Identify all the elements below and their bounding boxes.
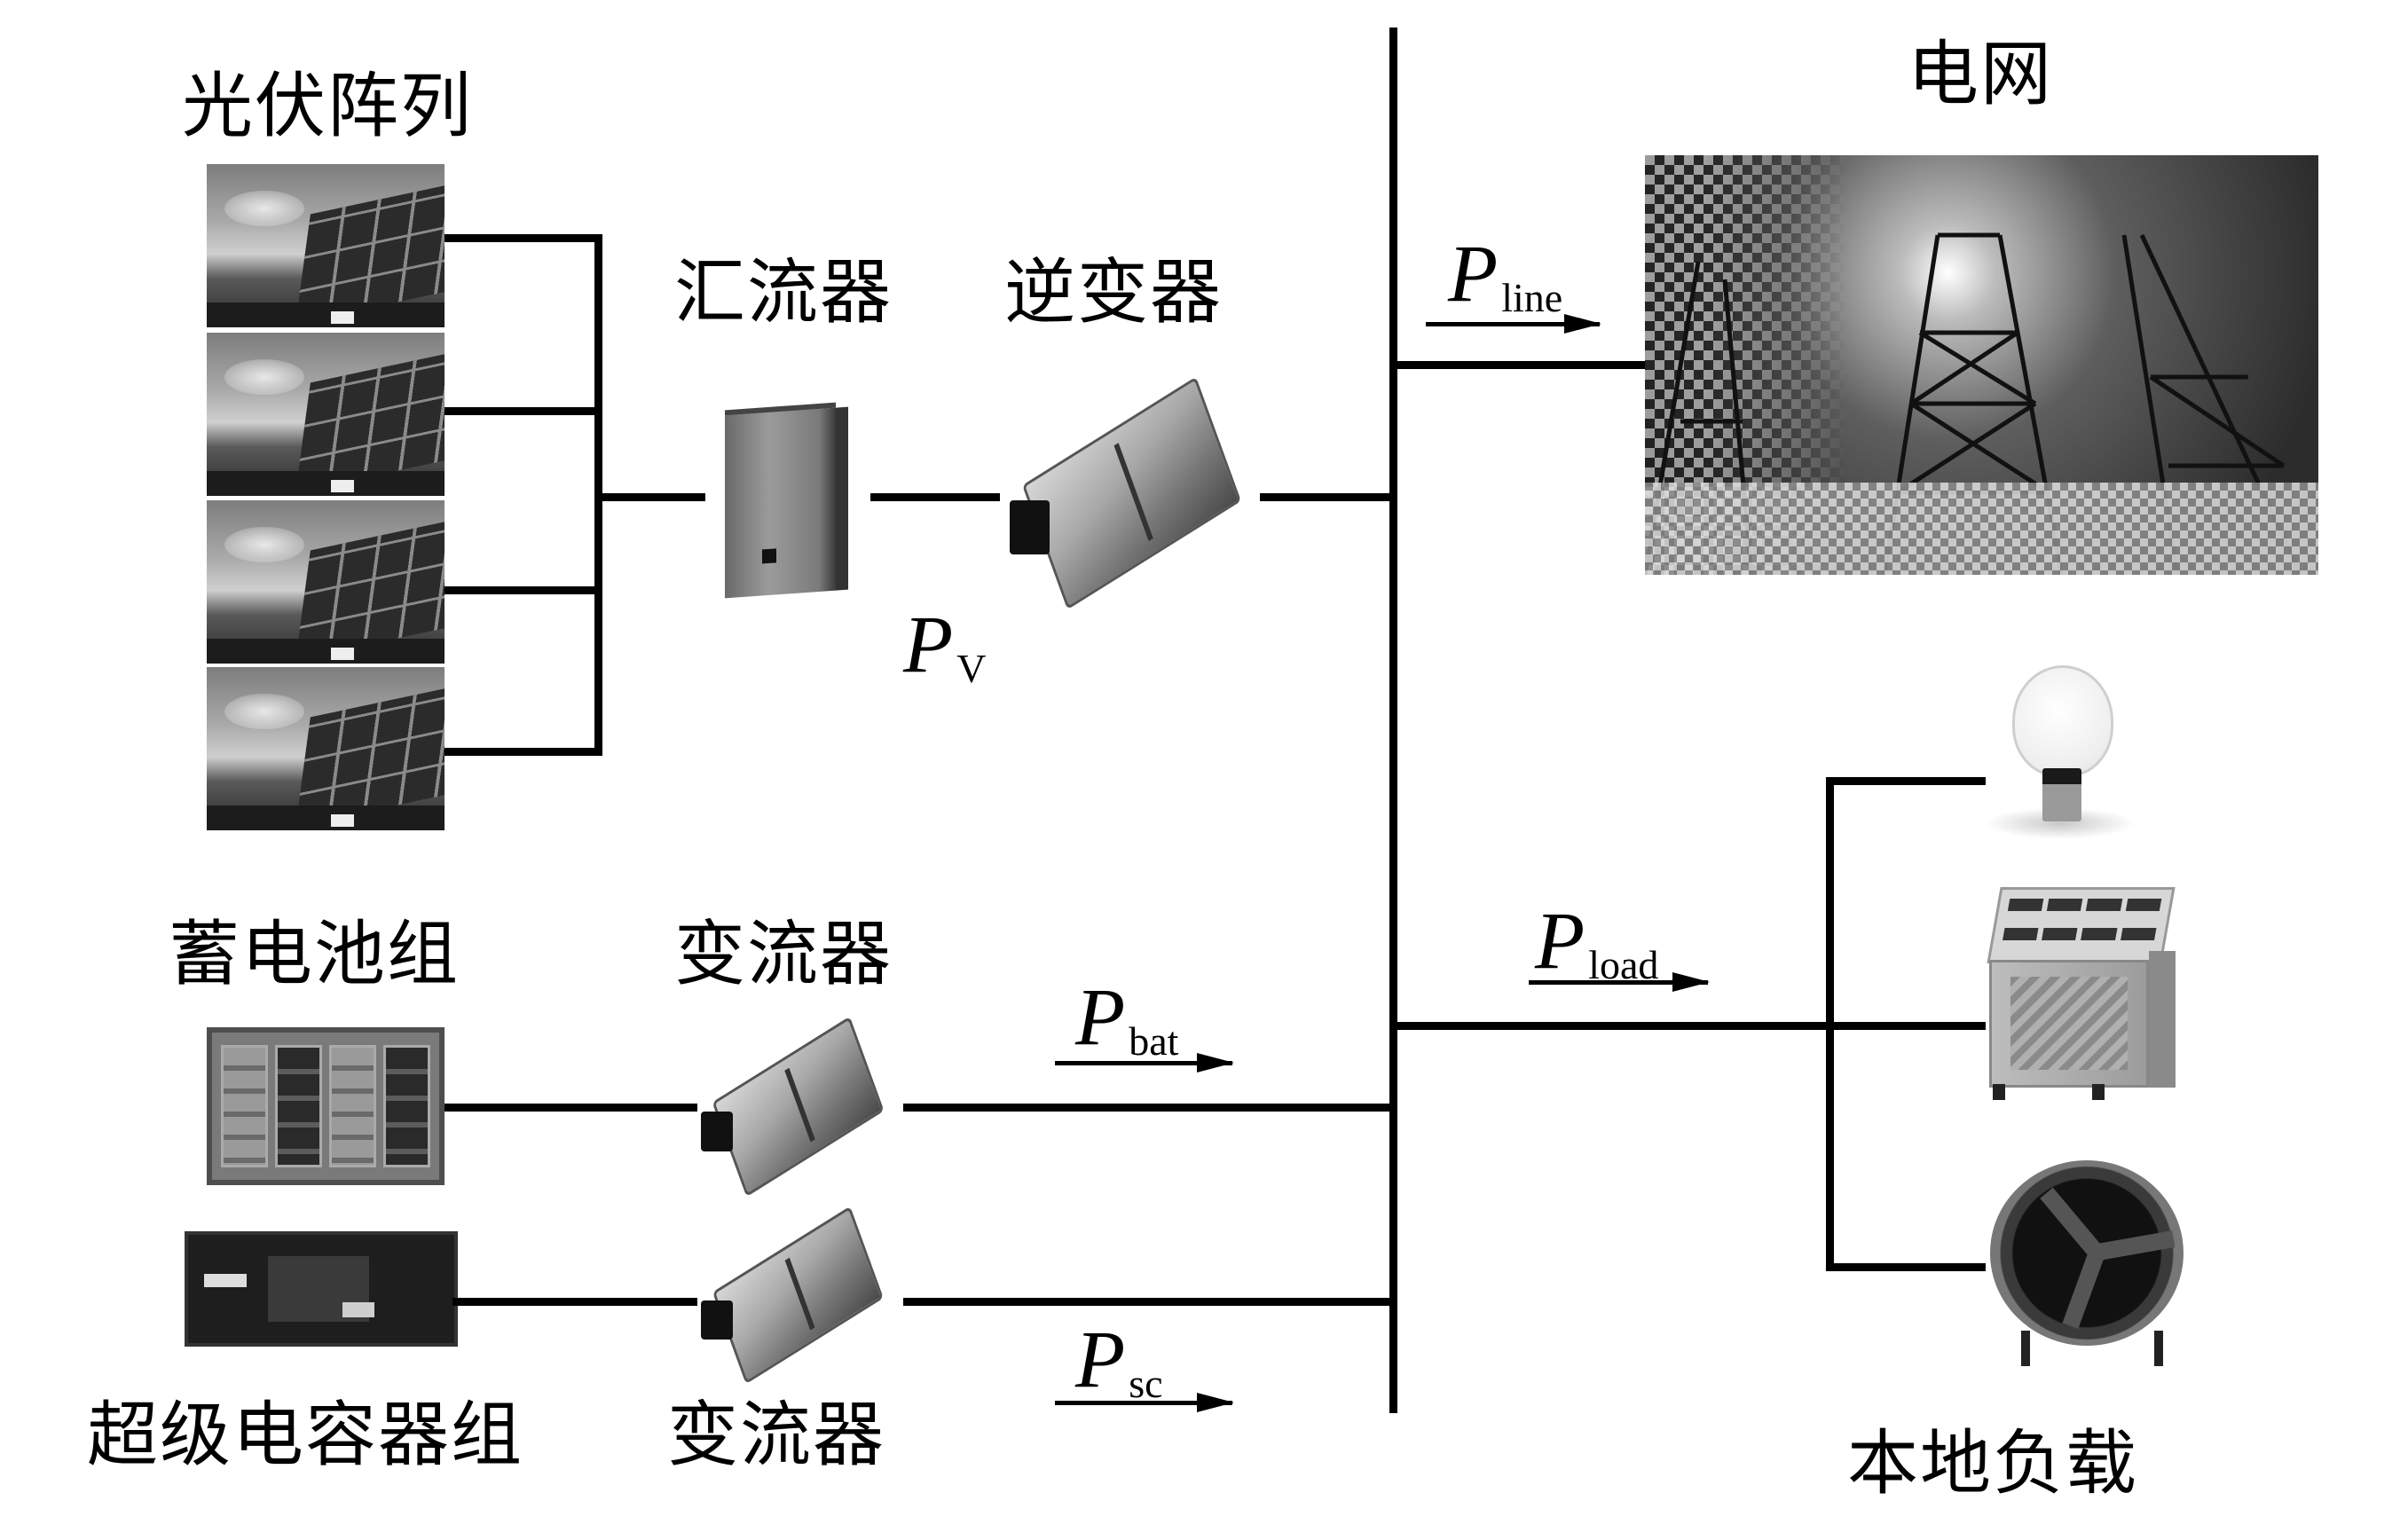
battery-label: 蓄电池组 xyxy=(169,913,460,995)
pv-line-segment xyxy=(1260,493,1393,501)
solar-panel-photo xyxy=(207,333,445,496)
power-grid-tower-photo xyxy=(1645,155,2318,575)
power-symbol: P xyxy=(1448,228,1499,318)
inverter-icon xyxy=(1004,376,1254,609)
combiner-label: 汇流器 xyxy=(674,251,893,334)
solar-panel-photo xyxy=(207,500,445,664)
supercapacitor-bank-photo xyxy=(185,1231,458,1347)
battery-power-arrow xyxy=(1055,1053,1234,1072)
ac-bus xyxy=(1389,28,1397,1413)
battery-line-segment xyxy=(903,1104,1393,1112)
combiner-box-icon xyxy=(725,402,848,599)
line-power-arrow xyxy=(1426,314,1601,334)
power-symbol: P xyxy=(1075,971,1126,1062)
power-subscript: line xyxy=(1501,275,1563,320)
supercap-power-label: Psc xyxy=(1075,1318,1163,1404)
electric-heater-icon xyxy=(1986,887,2176,1100)
load-power-label: Pload xyxy=(1535,900,1658,986)
supercap-line-segment xyxy=(903,1298,1393,1306)
solar-panel-photo xyxy=(207,164,445,327)
load-branch xyxy=(1826,777,1986,785)
pv-connector xyxy=(445,586,602,594)
line-power-label: Pline xyxy=(1448,232,1562,318)
pv-connector xyxy=(445,407,602,415)
pv-connector xyxy=(445,234,602,242)
local-load-label: 本地负载 xyxy=(1847,1422,2138,1505)
power-symbol: P xyxy=(1535,895,1585,986)
pv-power-label: PV xyxy=(903,603,986,689)
power-subscript: load xyxy=(1588,942,1659,987)
supercap-power-arrow xyxy=(1055,1393,1234,1412)
power-subscript: sc xyxy=(1129,1361,1163,1406)
grid-label: 电网 xyxy=(1908,33,2053,115)
pv-line-segment xyxy=(594,493,705,501)
pv-line-segment xyxy=(870,493,1000,501)
supercap-line-segment xyxy=(452,1298,697,1306)
pv-connector xyxy=(445,748,602,756)
fan-icon xyxy=(1986,1160,2191,1366)
supercap-label: 超级电容器组 xyxy=(87,1394,523,1476)
light-bulb-icon xyxy=(1986,662,2135,839)
load-line xyxy=(1389,1022,1832,1030)
battery-power-label: Pbat xyxy=(1075,976,1178,1062)
grid-line xyxy=(1389,361,1647,369)
battery-converter-icon xyxy=(697,1016,893,1197)
solar-panel-photo xyxy=(207,667,445,830)
power-symbol: P xyxy=(1075,1314,1126,1404)
battery-bank-photo xyxy=(207,1027,445,1185)
load-branch xyxy=(1826,1263,1986,1271)
supercap-converter-label: 变流器 xyxy=(667,1394,885,1476)
battery-line-segment xyxy=(445,1104,697,1112)
inverter-label: 逆变器 xyxy=(1004,251,1223,334)
power-subscript: V xyxy=(956,646,987,691)
supercap-converter-icon xyxy=(697,1206,893,1385)
power-subscript: bat xyxy=(1129,1018,1179,1064)
power-symbol: P xyxy=(903,599,954,689)
pv-array-label: 光伏阵列 xyxy=(182,65,473,147)
load-power-arrow xyxy=(1529,972,1710,992)
battery-converter-label: 变流器 xyxy=(674,913,893,995)
load-branch xyxy=(1826,1022,1986,1030)
